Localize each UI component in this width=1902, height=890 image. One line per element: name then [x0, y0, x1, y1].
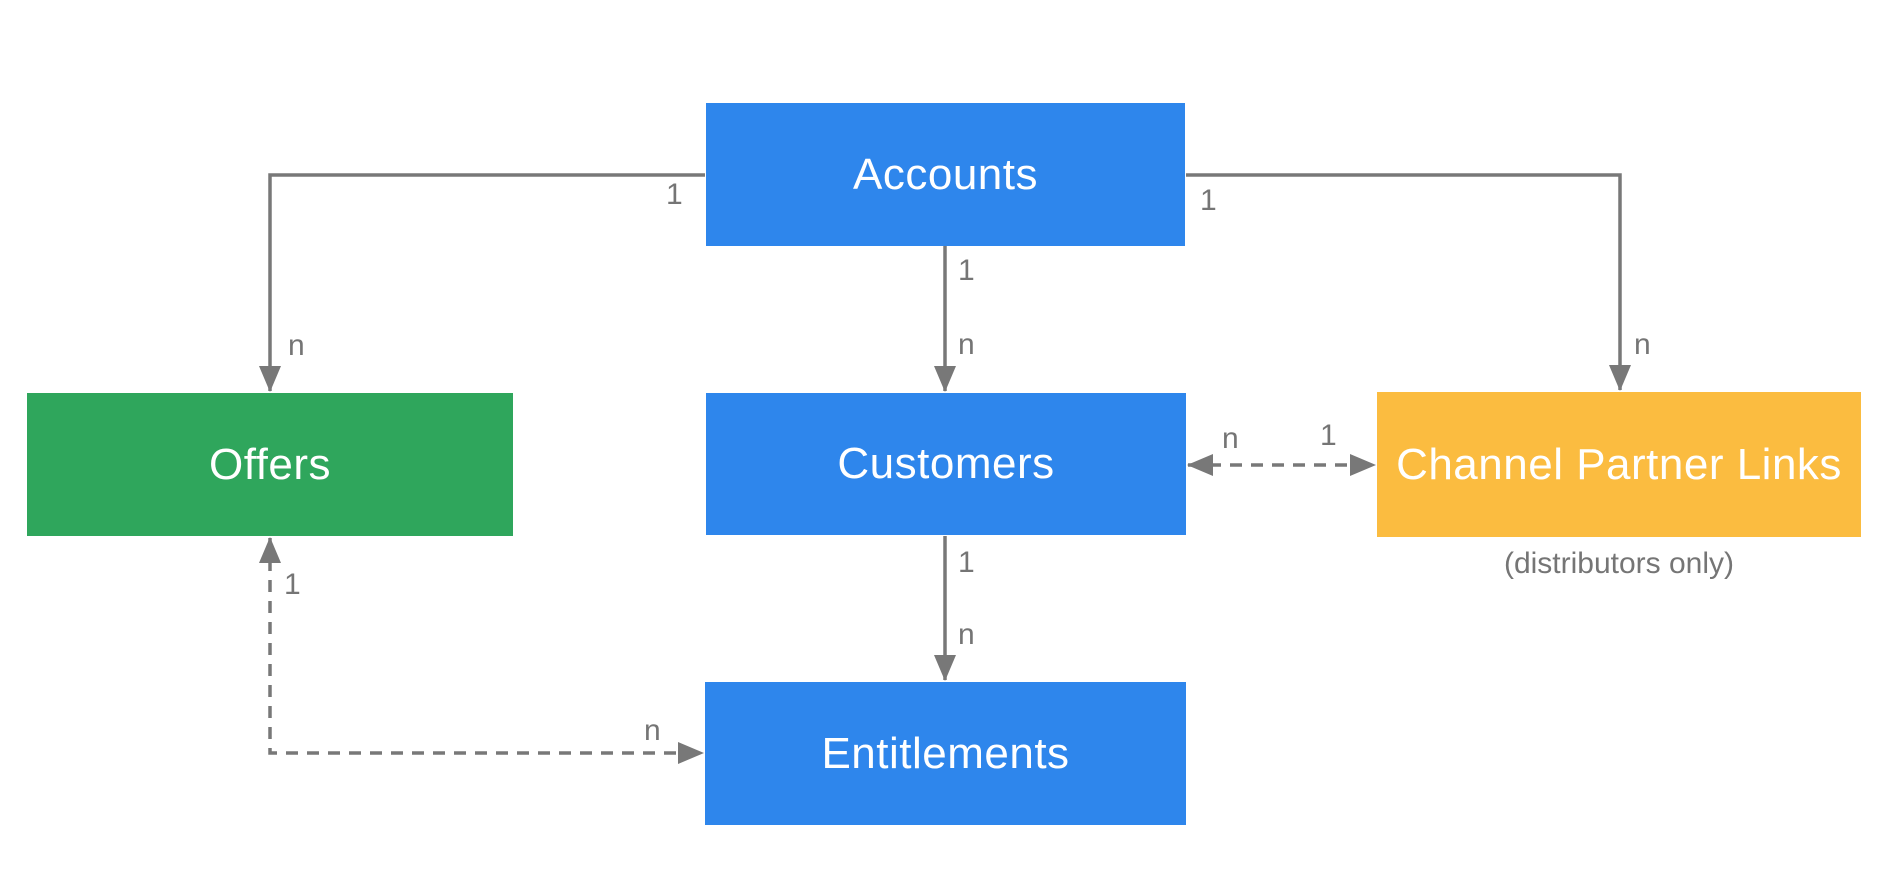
edge-label-accounts-channel-partner-links-target: n [1634, 328, 1651, 361]
edge-label-accounts-customers-target: n [958, 328, 975, 361]
node-accounts: Accounts [706, 103, 1185, 246]
edge-label-accounts-offers-source: 1 [666, 178, 683, 211]
edge-label-accounts-customers-source: 1 [958, 254, 975, 287]
edge-offers-entitlements [259, 537, 704, 764]
edge-accounts-offers [259, 173, 705, 392]
edge-label-accounts-offers-target: n [288, 329, 305, 362]
edge-label-offers-entitlements-target: n [644, 714, 661, 747]
edge-accounts-channel-partner-links [1186, 173, 1631, 391]
node-offers-label: Offers [208, 439, 331, 489]
edge-label-offers-entitlements-source: 1 [284, 568, 301, 601]
node-customers: Customers [706, 393, 1186, 535]
node-offers: Offers [27, 393, 513, 536]
node-entitlements-label: Entitlements [821, 728, 1070, 778]
edge-label-customers-entitlements-source: 1 [958, 546, 975, 579]
node-channel-partner-links: Channel Partner Links [1377, 392, 1861, 537]
edge-label-customers-entitlements-target: n [958, 618, 975, 651]
node-entitlements: Entitlements [705, 682, 1186, 825]
node-channel-partner-links-label: Channel Partner Links [1396, 439, 1842, 489]
node-customers-label: Customers [837, 439, 1055, 488]
edge-label-accounts-channel-partner-links-source: 1 [1200, 184, 1217, 217]
channel-partner-links-note: (distributors only) [1503, 547, 1735, 580]
node-accounts-label: Accounts [853, 149, 1038, 199]
edge-label-customers-channel-partner-links-target: 1 [1320, 419, 1337, 452]
edge-label-customers-channel-partner-links-source: n [1222, 422, 1239, 455]
